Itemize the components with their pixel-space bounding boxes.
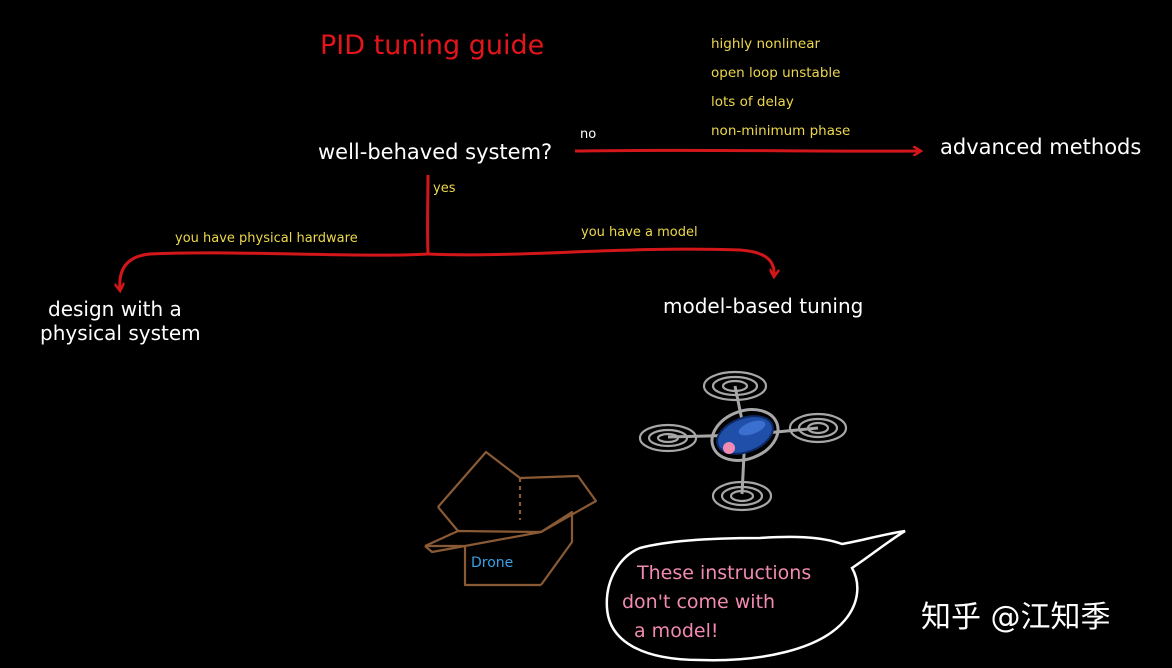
box-label: Drone (471, 555, 513, 571)
condition-item: open loop unstable (711, 65, 840, 81)
arrow-physical (120, 251, 429, 290)
root-node: well-behaved system? (318, 140, 552, 164)
drone-icon (638, 370, 848, 512)
arrow-no (574, 150, 920, 151)
speech-line: a model! (634, 620, 718, 642)
condition-item: highly nonlinear (711, 36, 820, 52)
edge-label-no: no (580, 127, 596, 142)
advanced-methods-node: advanced methods (940, 135, 1141, 159)
watermark: 知乎 @江知季 (921, 600, 1111, 635)
edge-label-yes: yes (433, 181, 456, 196)
edge-label-model: you have a model (581, 225, 698, 240)
conditions-list: highly nonlinear open loop unstable lots… (711, 36, 850, 139)
speech-line: These instructions (636, 562, 811, 584)
condition-item: non-minimum phase (711, 123, 850, 139)
speech-bubble (605, 529, 906, 662)
speech-line: don't come with (622, 591, 775, 613)
model-based-tuning-node: model-based tuning (663, 294, 863, 318)
physical-system-node-line1: design with a (48, 297, 182, 321)
drone-box-icon (424, 450, 598, 587)
page-title: PID tuning guide (320, 30, 544, 61)
condition-item: lots of delay (711, 94, 794, 110)
arrow-model (427, 247, 774, 276)
physical-system-node-line2: physical system (40, 321, 201, 345)
edge-label-hardware: you have physical hardware (175, 231, 358, 246)
